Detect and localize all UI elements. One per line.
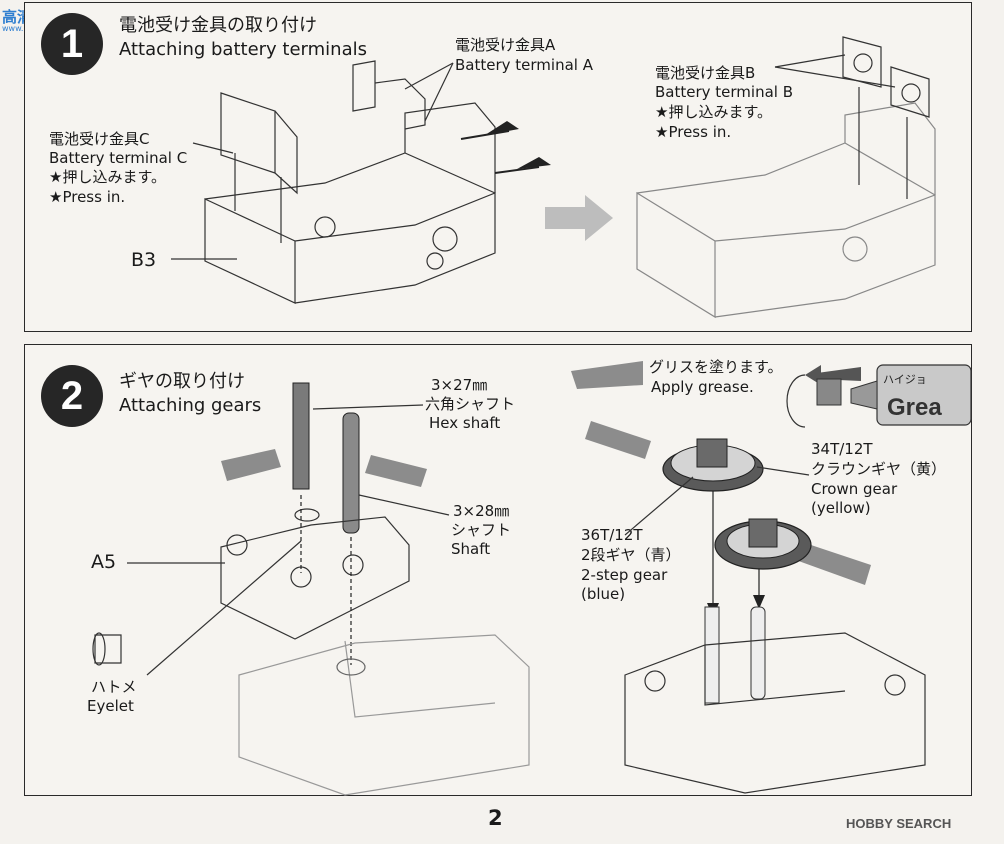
terminal-b-note-en: ★Press in. <box>655 123 732 141</box>
terminal-c-en: Battery terminal C <box>49 149 188 167</box>
hex-shaft-en: Hex shaft <box>429 414 501 432</box>
hex-shaft-icon <box>292 382 310 490</box>
eyelet-en: Eyelet <box>87 697 134 715</box>
svg-text:Grea: Grea <box>887 394 942 421</box>
gear36-teeth: 36T/12T <box>581 526 643 544</box>
gear34-en1: Crown gear <box>811 480 898 498</box>
eyelet-jp: ハトメ <box>91 678 137 696</box>
grease-tube-icon <box>365 455 427 487</box>
shaft-icon <box>342 412 360 534</box>
grease-tube-icon <box>793 541 871 585</box>
gear34-teeth: 34T/12T <box>811 440 873 458</box>
gear36-en1: 2-step gear <box>581 566 668 584</box>
terminal-c-jp: 電池受け金具C <box>49 130 150 148</box>
part-b3-label: B3 <box>131 249 157 271</box>
gear34-en2: (yellow) <box>811 499 871 517</box>
terminal-a-en: Battery terminal A <box>455 56 593 74</box>
terminal-c-note-en: ★Press in. <box>49 188 126 206</box>
shaft-size: 3×28㎜ <box>453 502 510 520</box>
step1-panel: 1 電池受け金具の取り付け Attaching battery terminal… <box>24 2 972 332</box>
eyelet-icon <box>94 634 122 664</box>
hex-shaft-size: 3×27㎜ <box>431 376 488 394</box>
shaft-en: Shaft <box>451 540 491 558</box>
gear36-jp: 2段ギヤ（青） <box>581 546 681 564</box>
step1-left-illustration <box>171 36 936 319</box>
gear34-jp: クラウンギヤ（黄） <box>811 460 947 478</box>
terminal-b-note-jp: ★押し込みます。 <box>655 103 772 121</box>
hex-shaft-jp: 六角シャフト <box>425 395 516 413</box>
step1-badge: 1 <box>41 13 103 75</box>
grease-jp: グリスを塗ります。 <box>649 358 783 376</box>
grease-tube-icon <box>221 449 281 481</box>
terminal-c-note-jp: ★押し込みます。 <box>49 168 166 186</box>
grease-en: Apply grease. <box>651 378 754 396</box>
terminal-b-jp: 電池受け金具B <box>655 64 756 82</box>
shaft-jp: シャフト <box>451 521 512 539</box>
page-number: 2 <box>488 806 503 830</box>
step2-title-en: Attaching gears <box>119 395 262 416</box>
terminal-a-jp: 電池受け金具A <box>455 36 556 54</box>
svg-text:ハイジョ: ハイジョ <box>883 373 927 386</box>
step2-badge: 2 <box>41 365 103 427</box>
step2-illustration: ハイジョ Grea <box>92 361 972 796</box>
grease-tube-icon <box>585 421 651 459</box>
part-a5-label: A5 <box>91 551 117 573</box>
step1-title-en: Attaching battery terminals <box>119 39 367 60</box>
terminal-b-en: Battery terminal B <box>655 83 794 101</box>
watermark-hobbysearch: HOBBY SEARCH <box>846 816 952 831</box>
gear36-en2: (blue) <box>581 585 626 603</box>
step2-panel: 2 ギヤの取り付け Attaching gears 3×27㎜ 六角シャフト H… <box>24 344 972 796</box>
step2-title-jp: ギヤの取り付け <box>119 371 245 392</box>
step1-title-jp: 電池受け金具の取り付け <box>119 15 317 36</box>
